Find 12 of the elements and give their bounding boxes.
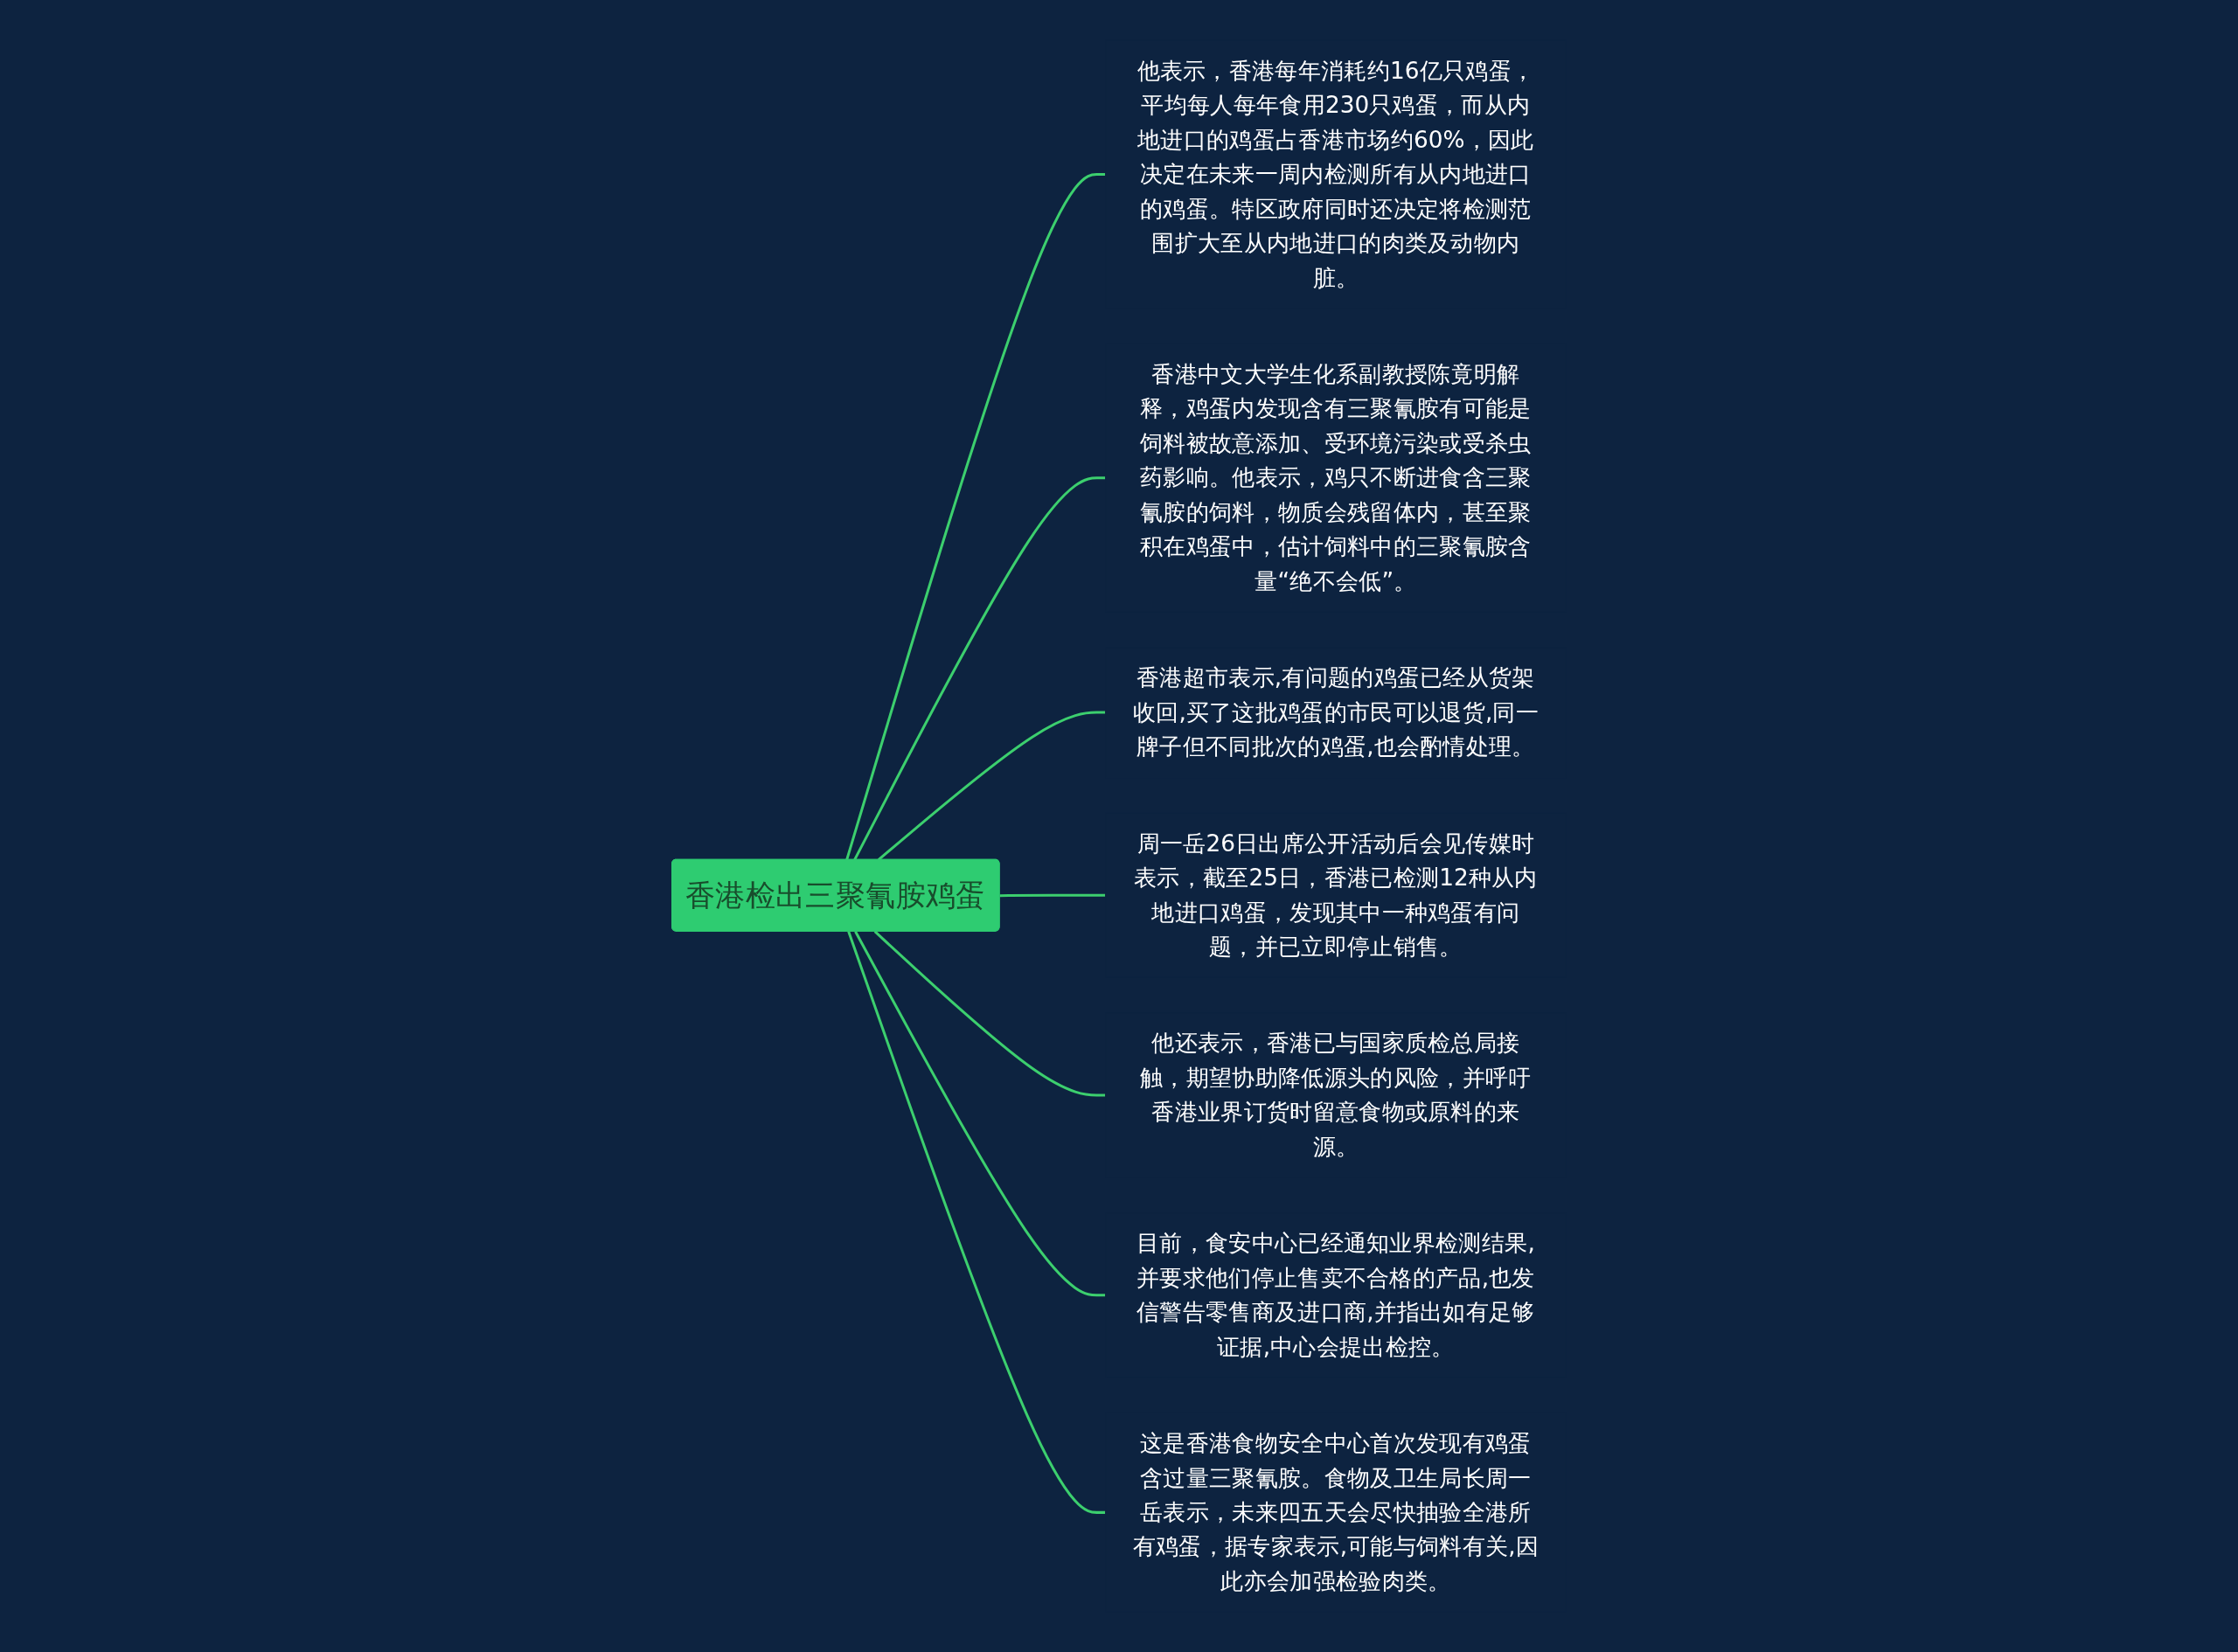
node-text: 他还表示，香港已与国家质检总局接触，期望协助降低源头的风险，并呼吁香港业界订货时留意食物或原料的来源。 (1140, 1029, 1532, 1160)
connector (854, 930, 1106, 1297)
node-text: 周一岳26日出席公开活动后会见传媒时表示，截至25日，香港已检测12种从内地进口鸡蛋，发现其中一种鸡蛋有问题，并已立即停止销售。 (1134, 829, 1538, 960)
node-text: 目前，食安中心已经通知业界检测结果,并要求他们停止售卖不合格的产品,也发信警告零售商及进口商,并指出如有足够证据,中心会提出检控。 (1136, 1229, 1535, 1360)
node-text: 这是香港食物安全中心首次发现有鸡蛋含过量三聚氰胺。食物及卫生局长周一岳表示，未来四五天会尽快抽验全港所有鸡蛋，据专家表示,可能与饲料有关,因此亦会加强检验肉类。 (1132, 1429, 1539, 1594)
connector (847, 930, 1106, 1514)
node-text: 香港中文大学生化系副教授陈竟明解释，鸡蛋内发现含有三聚氰胺有可能是饲料被故意添加、受环境污染或受杀虫药影响。他表示，鸡只不断进食含三聚氰胺的饲料，物质会残留体内，甚至聚积在鸡蛋中，估计饲料中的三聚氰胺含量“绝不会低”。 (1140, 360, 1532, 594)
connector (873, 930, 1106, 1097)
node-text: 香港超市表示,有问题的鸡蛋已经从货架收回,买了这批鸡蛋的市民可以退货,同一牌子但不同批次的鸡蛋,也会酌情处理。 (1132, 663, 1539, 760)
node-text: 他表示，香港每年消耗约16亿只鸡蛋，平均每人每年食用230只鸡蛋，而从内地进口的鸡蛋占香港市场约60%，因此决定在未来一周内检测所有从内地进口的鸡蛋。特区政府同时还决定将检测范围扩大至从内地进口的肉类及动物内脏。 (1136, 57, 1535, 291)
connector (845, 172, 1106, 860)
connector (999, 893, 1106, 897)
